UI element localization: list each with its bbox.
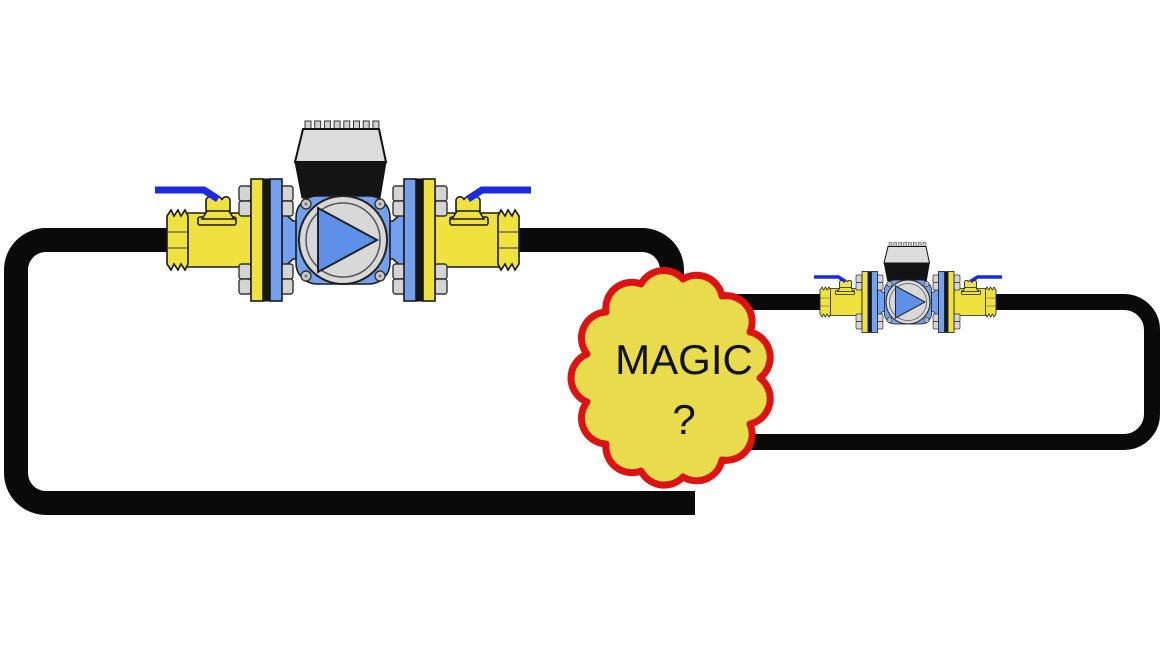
left-pipe-loop xyxy=(4,228,695,515)
question-mark-label: ? xyxy=(672,396,695,443)
magic-cloud xyxy=(567,267,774,489)
right-pipe-loop xyxy=(700,294,1160,450)
magic-label: MAGIC xyxy=(615,336,753,383)
